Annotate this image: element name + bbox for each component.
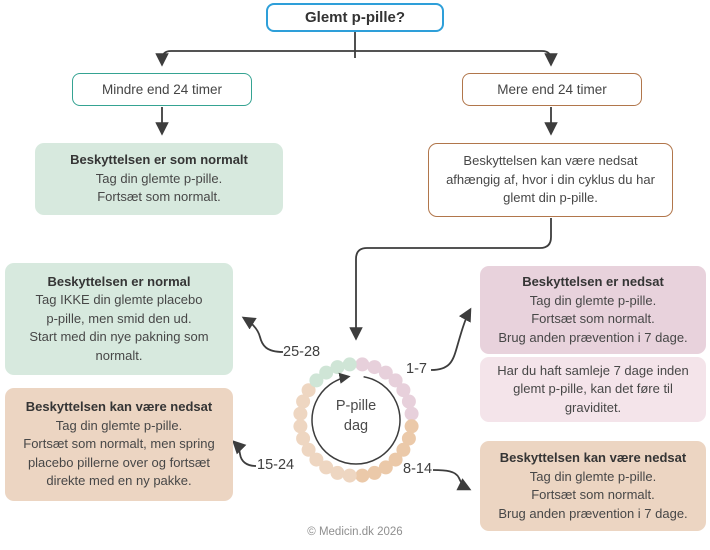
- outcome-note-days-1-7: Har du haft samleje 7 dage inden glemt p…: [480, 357, 706, 422]
- outcome-1-7-note-line: glemt p-pille, kan det føre til: [513, 381, 673, 397]
- branch-right-label: Mere end 24 timer: [497, 82, 607, 97]
- arrow-15-24-to-box: [232, 440, 257, 467]
- branch-left-label: Mindre end 24 timer: [101, 82, 223, 97]
- outcome-1-7-note-line: Har du haft samleje 7 dage inden: [497, 362, 689, 378]
- outcome-25-28-line: Start med din nye pakning som: [29, 329, 209, 345]
- outcome-1-7-title: Beskyttelsen er nedsat: [522, 274, 664, 289]
- outcome-box-days-15-24: Beskyttelsen kan være nedsat Tag din gle…: [5, 388, 233, 501]
- cycle-center-line: dag: [343, 418, 369, 434]
- day-range-label-25-28: 25-28: [283, 344, 321, 360]
- outcome-25-28-line: normalt.: [95, 347, 143, 363]
- day-range-label-8-14: 8-14: [403, 461, 433, 477]
- arrow-8-14-to-box: [432, 469, 472, 491]
- cycle-center-line: P-pille: [335, 398, 377, 414]
- result-left-title: Beskyttelsen er som normalt: [70, 152, 248, 168]
- result-right-line: Beskyttelsen kan være nedsat: [463, 153, 638, 169]
- branch-more-than-24h: Mere end 24 timer: [462, 73, 642, 106]
- outcome-box-days-1-7: Beskyttelsen er nedsat Tag din glemte p-…: [480, 266, 706, 354]
- outcome-box-days-25-28: Beskyttelsen er normal Tag IKKE din glem…: [5, 263, 233, 375]
- outcome-1-7-line: Brug anden prævention i 7 dage.: [498, 329, 688, 345]
- copyright-credit: © Medicin.dk 2026: [307, 526, 403, 538]
- outcome-15-24-line: Tag din glemte p-pille.: [55, 417, 183, 433]
- outcome-15-24-title: Beskyttelsen kan være nedsat: [25, 399, 213, 415]
- title-text: Glemt p-pille?: [304, 9, 405, 26]
- outcome-1-7-line: Fortsæt som normalt.: [531, 311, 655, 326]
- result-right-line: glemt din p-pille.: [503, 190, 598, 206]
- result-box-less-than-24h: Beskyttelsen er som normalt Tag din glem…: [35, 143, 283, 215]
- cycle-center-label: P-pille dag: [306, 396, 406, 436]
- outcome-15-24-line: direkte med en ny pakke.: [46, 473, 192, 489]
- title-box: Glemt p-pille?: [266, 3, 444, 32]
- outcome-8-14-title: Beskyttelsen kan være nedsat: [499, 450, 687, 465]
- outcome-box-days-8-14: Beskyttelsen kan være nedsat Tag din gle…: [480, 441, 706, 531]
- arrow-1-7-to-box: [430, 307, 472, 371]
- outcome-15-24-line: Fortsæt som normalt, men spring: [23, 436, 215, 452]
- result-box-more-than-24h: Beskyttelsen kan være nedsat afhængig af…: [428, 143, 673, 217]
- result-left-line: Tag din glemte p-pille.: [95, 170, 223, 186]
- outcome-8-14-line: Tag din glemte p-pille.: [529, 468, 657, 484]
- outcome-15-24-line: placebo pillerne over og fortsæt: [27, 454, 211, 470]
- outcome-8-14-line: Brug anden prævention i 7 dage.: [498, 505, 688, 521]
- outcome-1-7-note-line: graviditet.: [564, 399, 622, 415]
- outcome-25-28-line: Tag IKKE din glemte placebo: [35, 292, 203, 308]
- result-left-line: Fortsæt som normalt.: [97, 189, 221, 205]
- outcome-25-28-line: p-pille, men smid den ud.: [46, 310, 192, 326]
- day-range-label-15-24: 15-24: [257, 457, 295, 473]
- arrow-25-28-to-box: [241, 316, 284, 353]
- arrow-to-branch-left: [155, 50, 355, 67]
- outcome-25-28-title: Beskyttelsen er normal: [47, 273, 191, 289]
- branch-less-than-24h: Mindre end 24 timer: [72, 73, 252, 106]
- outcome-8-14-line: Fortsæt som normalt.: [531, 487, 655, 502]
- result-right-line: afhængig af, hvor i din cyklus du har: [446, 171, 655, 187]
- arrow-to-branch-right: [355, 50, 558, 67]
- outcome-1-7-line: Tag din glemte p-pille.: [529, 292, 657, 308]
- day-range-label-1-7: 1-7: [406, 361, 427, 377]
